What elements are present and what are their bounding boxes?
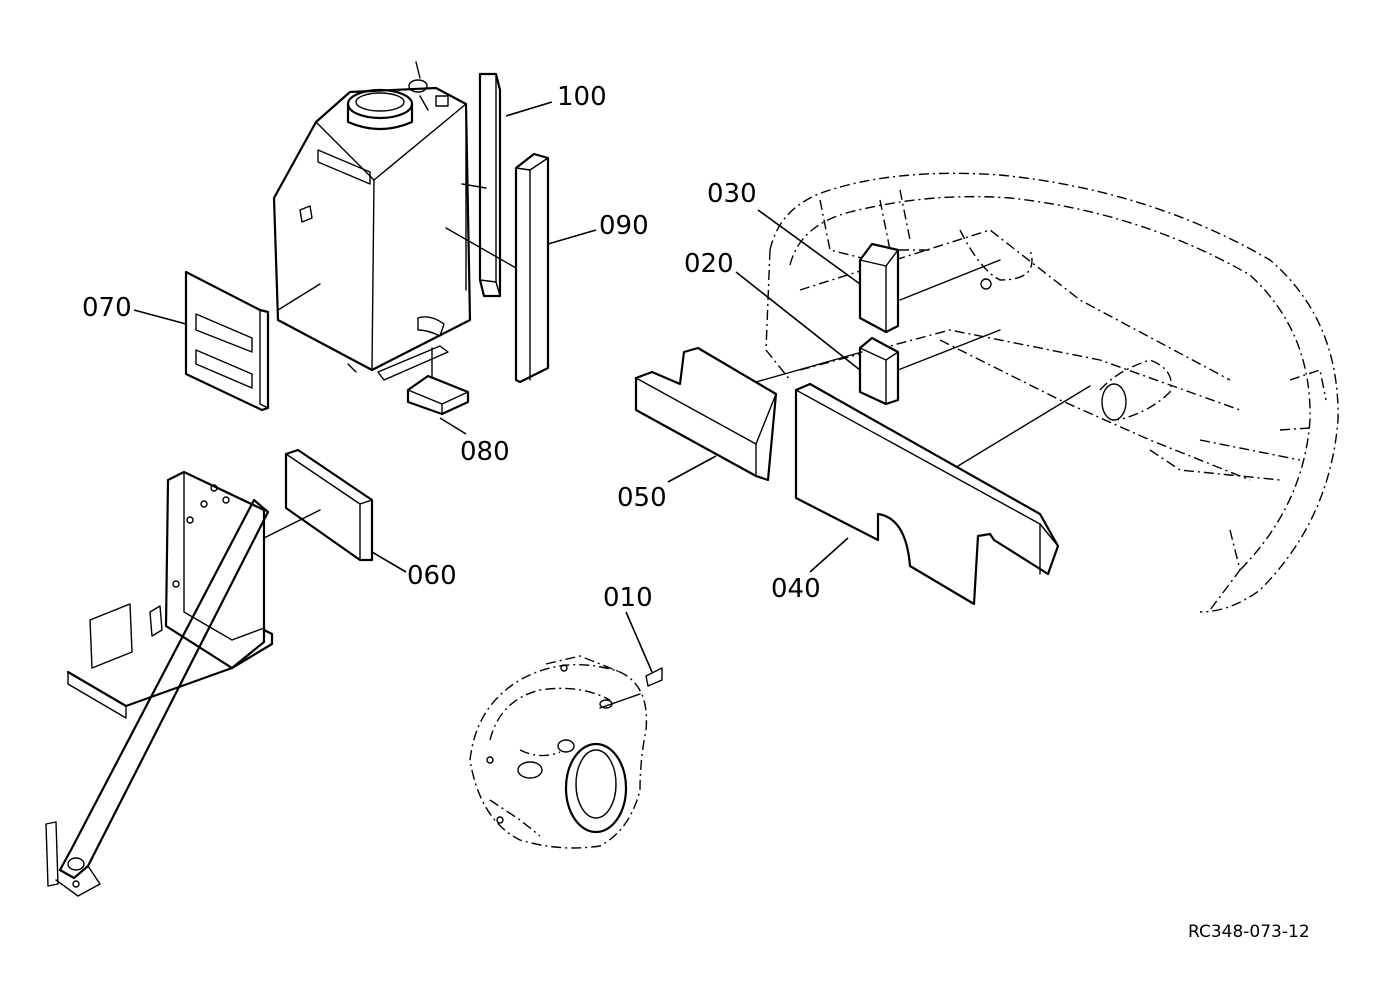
callout-label-080: 080 [460,437,510,467]
leader-lines [133,101,1091,709]
block-020 [858,336,900,406]
pad-100 [478,72,502,298]
callout-label-030: 030 [707,179,757,209]
callout-label-020: 020 [684,249,734,279]
callout-label-090: 090 [599,211,649,241]
counterweight-housing [765,172,1339,613]
bracket-frame [45,470,274,897]
plate-050 [634,346,778,482]
pad-060 [284,448,374,562]
callout-label-050: 050 [617,483,667,513]
callout-label-070: 070 [82,293,132,323]
drawing-code: RC348-073-12 [1188,922,1310,942]
callout-label-060: 060 [407,561,457,591]
callout-label-040: 040 [771,574,821,604]
pad-080 [406,374,470,416]
flywheel-housing [469,655,663,849]
panel-070 [184,270,270,412]
block-030 [858,242,900,334]
pad-090 [514,152,550,384]
callout-label-010: 010 [603,583,653,613]
fuel-tank [272,61,472,381]
plate-040 [794,382,1060,606]
callout-label-100: 100 [557,82,607,112]
